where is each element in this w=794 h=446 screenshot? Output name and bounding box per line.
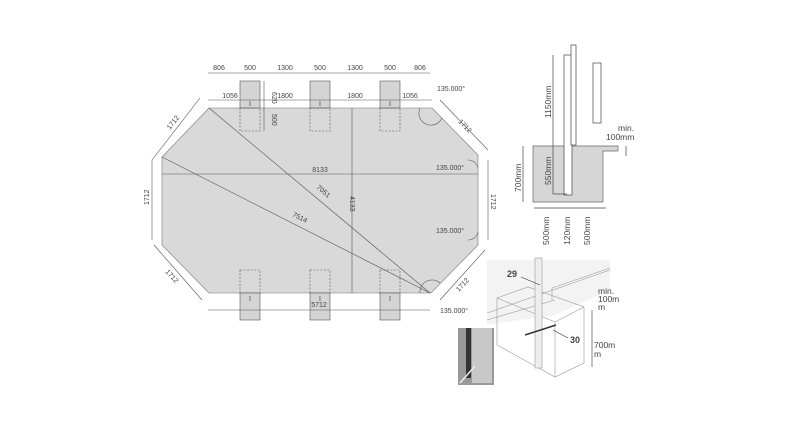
dim-side-l: 1712 [144, 189, 151, 205]
dim-width-left: 500mm [541, 217, 551, 245]
part-label-29: 29 [507, 269, 517, 279]
iso-footing-drawing [486, 257, 611, 378]
post-bottom-1 [239, 292, 261, 321]
dim-second-2: 1800 [347, 93, 363, 100]
angle-label-4: 135.000° [440, 307, 468, 315]
post-mark: I [319, 101, 321, 108]
iso-min-value-wrap: m [598, 302, 605, 312]
angle-label-3: 135.000° [436, 227, 464, 235]
post-mark: I [319, 296, 321, 303]
dim-length: 8133 [312, 167, 328, 174]
dim-bottom: 5712 [311, 302, 327, 309]
iso-depth: 700m [594, 340, 615, 350]
dim-above-ground: 1150mm [543, 86, 553, 118]
dim-depth: 700mm [513, 164, 523, 192]
angle-label-2: 135.000° [436, 164, 464, 172]
dim-post-620: 620 [270, 92, 277, 104]
post-bottom-3 [379, 292, 401, 321]
iso-min-value: 100m [598, 294, 619, 304]
dim-post-500: 500 [270, 114, 277, 126]
min-label: min. [618, 123, 634, 133]
dim-width-post: 120mm [562, 217, 572, 245]
dim-top-6: 806 [414, 65, 426, 72]
dim-width-right: 500mm [582, 217, 592, 245]
min-value: 100mm [606, 132, 634, 142]
dim-top-5: 500 [384, 65, 396, 72]
post-bottom-2 [309, 292, 331, 321]
dim-embed: 550mm [543, 157, 553, 185]
dim-second-3: 1056 [402, 93, 418, 100]
post-mark: I [389, 101, 391, 108]
octagon-floor [161, 107, 479, 294]
dim-side-ul: 1712 [166, 115, 181, 132]
dim-top-4: 1300 [347, 65, 363, 72]
dim-side-r: 1712 [489, 194, 496, 210]
post-section-drawing [522, 44, 627, 209]
dim-second-0: 1056 [222, 93, 238, 100]
post-mark: I [249, 296, 251, 303]
dim-top-2: 1300 [277, 65, 293, 72]
dim-top-3: 500 [314, 65, 326, 72]
post-top-1 [239, 80, 261, 109]
dim-side-ur: 1712 [457, 119, 473, 135]
iso-depth-wrap: m [594, 349, 601, 359]
post-mark: I [389, 296, 391, 303]
dim-second-1: 1800 [277, 93, 293, 100]
part-label-30: 30 [570, 335, 580, 345]
post-top-2 [309, 80, 331, 109]
post-top-3 [379, 80, 401, 109]
dim-top-1: 500 [244, 65, 256, 72]
iso-min-label: min. [598, 286, 614, 296]
dim-width: 4133 [348, 196, 355, 212]
angle-label-1: 135.000° [437, 85, 465, 93]
dim-top-0: 806 [213, 65, 225, 72]
post-mark: I [249, 101, 251, 108]
post-photo [458, 328, 494, 385]
dim-side-lr: 1712 [455, 277, 471, 293]
